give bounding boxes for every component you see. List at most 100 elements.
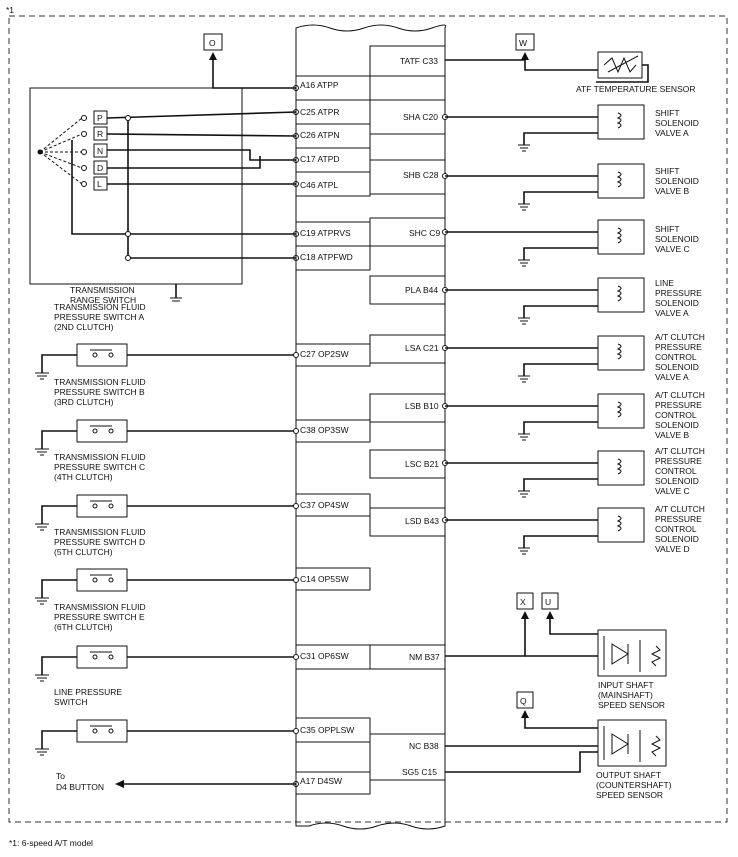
solenoid-label-line: SOLENOID [655, 362, 699, 372]
range-switch-title-2: RANGE SWITCH [70, 295, 136, 305]
solenoid-label-line: PRESSURE [655, 342, 702, 352]
solenoid-label-line: PRESSURE [655, 400, 702, 410]
solenoid-label-line: VALVE C [655, 486, 690, 496]
solenoid-label-line: A/T CLUTCH [655, 504, 705, 514]
pcm-pin-c27-label: C27 OP2SW [300, 349, 349, 359]
atf-temp-sensor-body [597, 51, 643, 79]
range-r: R [97, 129, 103, 139]
solenoid-label-line: CONTROL [655, 524, 697, 534]
solenoid-label-line: VALVE C [655, 244, 690, 254]
solenoid-label-line: VALVE B [655, 430, 690, 440]
solenoid-label-line: A/T CLUTCH [655, 332, 705, 342]
output-shaft-sensor-body [597, 719, 667, 767]
connector-q-label: Q [520, 696, 527, 706]
solenoid-label-line: VALVE A [655, 128, 689, 138]
pcm-pin-a17-label: A17 D4SW [300, 776, 342, 786]
pressure-switch-body [76, 568, 128, 592]
pressure-switch-label-line: (3RD CLUTCH) [54, 397, 114, 407]
pcm-pin-c37-label: C37 OP4SW [300, 500, 349, 510]
input-sensor-line-1: INPUT SHAFT [598, 680, 654, 690]
pcm-pin-b21-label: LSC B21 [405, 459, 439, 469]
pcm-pin-b38-label: NC B38 [409, 741, 439, 751]
solenoid-label-line: SOLENOID [655, 118, 699, 128]
solenoid-label-line: SOLENOID [655, 534, 699, 544]
pcm-pin-b43-label: LSD B43 [405, 516, 439, 526]
solenoid-body [597, 335, 645, 371]
atf-temp-sensor-label: ATF TEMPERATURE SENSOR [576, 84, 696, 94]
pcm-pin-c18-label: C18 ATPFWD [300, 252, 353, 262]
pressure-switch-label-line: PRESSURE SWITCH C [54, 462, 145, 472]
pcm-pin-c19-label: C19 ATPRVS [300, 228, 351, 238]
solenoid-body [597, 219, 645, 255]
pressure-switch-body [76, 645, 128, 669]
connector-x-label: X [520, 597, 526, 607]
pressure-switch-label-line: PRESSURE SWITCH B [54, 387, 145, 397]
to-d4-line-2: D4 BUTTON [56, 782, 104, 792]
pressure-switch-label-line: TRANSMISSION FLUID [54, 602, 146, 612]
pressure-switch-body [76, 719, 128, 743]
solenoid-body [597, 163, 645, 199]
pressure-switch-body [76, 419, 128, 443]
solenoid-label-line: A/T CLUTCH [655, 446, 705, 456]
pcm-pin-c20-label: SHA C20 [403, 112, 438, 122]
solenoid-label-line: CONTROL [655, 410, 697, 420]
pcm-pin-b44-label: PLA B44 [405, 285, 438, 295]
solenoid-body [597, 450, 645, 486]
solenoid-label-line: CONTROL [655, 352, 697, 362]
pcm-right-terminals: TATF C33 SHA C20 SHB C28 SHC C9 PLA B44 … [369, 45, 446, 781]
solenoid-label-line: LINE [655, 278, 674, 288]
pressure-switch-label-line: TRANSMISSION FLUID [54, 527, 146, 537]
connector-w-label: W [519, 38, 527, 48]
solenoid-label-line: SOLENOID [655, 176, 699, 186]
arrow-up-o [209, 52, 217, 60]
pressure-switch-label-line: SWITCH [54, 697, 88, 707]
solenoid-label-line: VALVE D [655, 544, 690, 554]
input-sensor-line-2: (MAINSHAFT) [598, 690, 653, 700]
solenoid-label-line: SOLENOID [655, 420, 699, 430]
connector-w [515, 33, 535, 51]
solenoid-label-line: PRESSURE [655, 514, 702, 524]
pcm-left-terminals: A16 ATPP C25 ATPR C26 ATPN C17 ATPD C46 … [293, 80, 354, 787]
solenoid-label-line: VALVE B [655, 186, 690, 196]
solenoid-label-line: VALVE A [655, 372, 689, 382]
pcm-pin-c46-label: C46 ATPL [300, 180, 338, 190]
output-sensor-line-2: (COUNTERSHAFT) [596, 780, 672, 790]
connector-o-label: O [209, 38, 216, 48]
solenoid-label-line: PRESSURE [655, 288, 702, 298]
connector-x [516, 592, 534, 610]
pcm-pin-b37-label: NM B37 [409, 652, 440, 662]
pressure-switch-label-line: LINE PRESSURE [54, 687, 122, 697]
pcm-pin-a16-label: A16 ATPP [300, 80, 339, 90]
connector-u-label: U [545, 597, 551, 607]
solenoid-label-line: SOLENOID [655, 234, 699, 244]
solenoid-body [597, 393, 645, 429]
pcm-pin-c21-label: LSA C21 [405, 343, 439, 353]
solenoid-body [597, 277, 645, 313]
pressure-switch-label-line: (4TH CLUTCH) [54, 472, 113, 482]
solenoid-label-line: PRESSURE [655, 456, 702, 466]
footnote: *1: 6-speed A/T model [9, 838, 93, 848]
pcm-pin-c26-label: C26 ATPN [300, 130, 340, 140]
solenoid-label-line: SHIFT [655, 224, 680, 234]
pcm-pin-c33-label: TATF C33 [400, 56, 438, 66]
solenoid-body [597, 104, 645, 140]
pressure-switch-body [76, 343, 128, 367]
pcm-pin-c9-label: SHC C9 [409, 228, 440, 238]
pcm-body [295, 24, 447, 830]
solenoid-label-line: VALVE A [655, 308, 689, 318]
range-switch-title-1: TRANSMISSION [70, 285, 135, 295]
arrow-left-d4 [115, 780, 124, 788]
to-d4-line-1: To [56, 771, 65, 781]
pcm-pin-c14-label: C14 OP5SW [300, 574, 349, 584]
input-sensor-line-3: SPEED SENSOR [598, 700, 665, 710]
pressure-switch-label-line: PRESSURE SWITCH E [54, 612, 145, 622]
pcm-pin-b10-label: LSB B10 [405, 401, 439, 411]
transmission-range-switch: P R N D L [29, 87, 297, 302]
range-n: N [97, 146, 103, 156]
solenoid-label-line: CONTROL [655, 466, 697, 476]
solenoid-label-line: SOLENOID [655, 298, 699, 308]
solenoid-label-line: SOLENOID [655, 476, 699, 486]
